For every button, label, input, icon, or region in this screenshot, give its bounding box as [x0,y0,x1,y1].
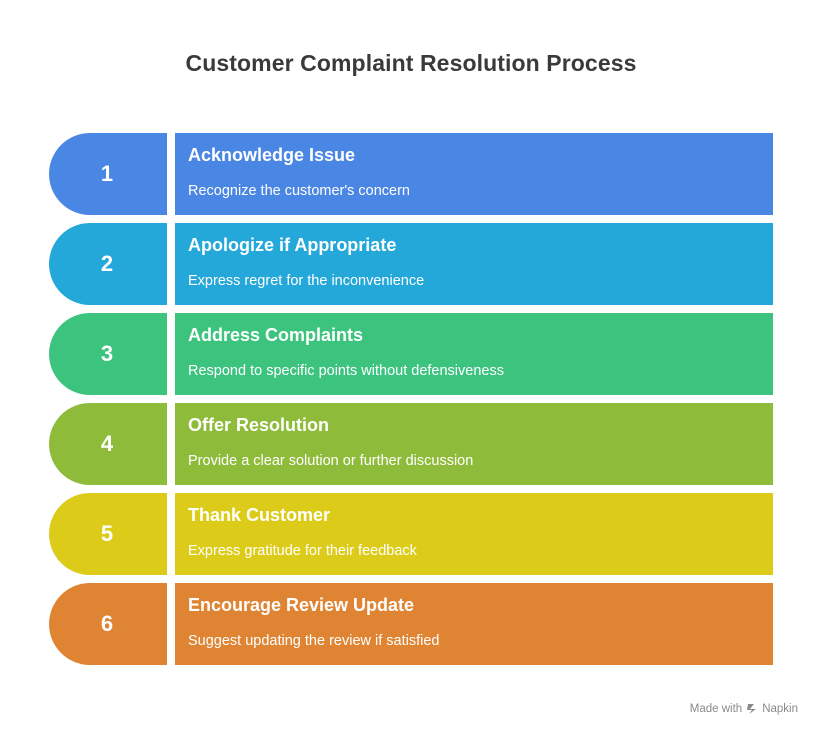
process-step: 2 Apologize if Appropriate Express regre… [49,223,774,305]
page-title: Customer Complaint Resolution Process [185,50,637,76]
step-panel: Address Complaints Respond to specific p… [175,313,773,395]
step-number: 3 [100,341,114,366]
step-panel: Thank Customer Express gratitude for the… [175,493,773,575]
step-number: 2 [100,251,114,276]
step-number-cap: 3 [49,313,167,395]
step-description: Respond to specific points without defen… [188,363,504,379]
step-heading: Apologize if Appropriate [188,235,397,255]
step-panel: Acknowledge Issue Recognize the customer… [175,133,773,215]
process-step: 4 Offer Resolution Provide a clear solut… [49,403,774,485]
step-number-cap: 5 [49,493,167,575]
step-panel: Apologize if Appropriate Express regret … [175,223,773,305]
step-heading: Offer Resolution [188,415,330,435]
step-number-cap: 1 [49,133,167,215]
made-with-label: Made with [689,703,743,715]
process-step: 3 Address Complaints Respond to specific… [49,313,774,395]
made-with-napkin-badge[interactable]: Made with Napkin [690,703,798,715]
step-number: 6 [100,611,114,636]
step-heading: Acknowledge Issue [188,145,356,165]
step-number: 5 [100,521,114,546]
step-description: Express regret for the inconvenience [188,273,425,289]
step-number: 1 [100,161,114,186]
napkin-logo-icon [746,703,758,715]
process-step: 5 Thank Customer Express gratitude for t… [49,493,774,575]
brand-name: Napkin [762,703,798,715]
step-panel: Offer Resolution Provide a clear solutio… [175,403,773,485]
step-heading: Address Complaints [188,325,364,345]
step-number-cap: 6 [49,583,167,665]
step-number-cap: 2 [49,223,167,305]
step-description: Provide a clear solution or further disc… [188,453,474,469]
process-step: 6 Encourage Review Update Suggest updati… [49,583,774,665]
process-step: 1 Acknowledge Issue Recognize the custom… [49,133,774,215]
step-panel: Encourage Review Update Suggest updating… [175,583,773,665]
step-description: Suggest updating the review if satisfied [188,633,440,649]
step-description: Express gratitude for their feedback [188,543,417,559]
step-number: 4 [100,431,114,456]
step-number-cap: 4 [49,403,167,485]
step-heading: Encourage Review Update [188,595,415,615]
step-heading: Thank Customer [188,505,331,525]
process-steps: 1 Acknowledge Issue Recognize the custom… [49,133,774,673]
step-description: Recognize the customer's concern [188,183,410,199]
